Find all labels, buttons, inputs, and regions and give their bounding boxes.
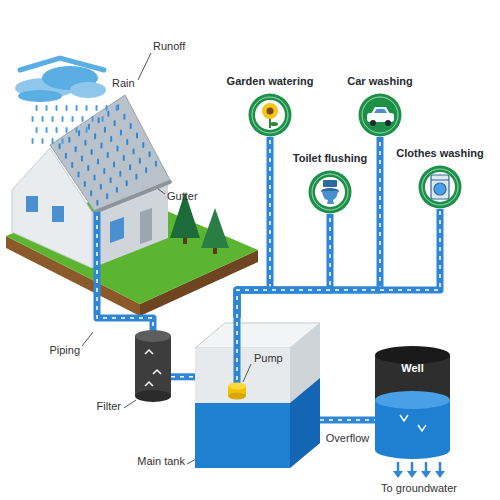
- overflow-pipe: [320, 417, 375, 424]
- pipe-connector: [237, 209, 440, 318]
- flow-marks: [320, 419, 375, 421]
- node-label: Clothes washing: [396, 147, 483, 160]
- filter-cylinder: Filter: [135, 330, 171, 402]
- house: [12, 95, 170, 268]
- pipe-connector: [237, 214, 330, 318]
- cloud: [15, 58, 106, 102]
- node-label: Garden watering: [227, 75, 314, 88]
- piping-label: Piping: [49, 344, 80, 357]
- pipe-connector: [171, 376, 195, 377]
- car-washing-circle-shape: [358, 93, 402, 137]
- filter-cylinder-shape: [135, 330, 171, 402]
- car-washing-circle: Car washing: [358, 93, 402, 137]
- flow-marks: [237, 214, 330, 318]
- main-tank-box-shape: [195, 318, 320, 468]
- pipe-connector: [320, 420, 375, 421]
- pipe: [237, 214, 330, 318]
- garden-watering-circle: Garden watering: [248, 93, 292, 137]
- toilet-flushing-circle: Toilet flushing: [308, 170, 352, 214]
- pipe: [237, 209, 440, 318]
- node-label: Toilet flushing: [293, 152, 367, 165]
- flow-marks: [171, 376, 195, 378]
- groundwater-label: To groundwater: [381, 482, 457, 495]
- garden-watering-circle-shape: [248, 93, 292, 137]
- node-label: Main tank: [137, 455, 185, 468]
- node-label: Filter: [97, 400, 121, 413]
- node-label: Well: [401, 362, 423, 375]
- flow-marks: [237, 209, 440, 318]
- clothes-washing-circle: Clothes washing: [418, 165, 462, 209]
- pump-label: Pump: [254, 352, 283, 365]
- pipe-label: Overflow: [324, 432, 371, 445]
- node-label: Car washing: [347, 75, 412, 88]
- leader-lines: [82, 53, 198, 464]
- main-tank-box: Main tank: [195, 318, 320, 468]
- downpipe: [97, 212, 153, 334]
- groundwater-arrows: [393, 462, 445, 478]
- roof-rain-drops: [60, 105, 156, 204]
- gutter-label: Gutter: [167, 190, 198, 203]
- rain-label: Rain: [112, 77, 135, 90]
- pipe: [171, 373, 195, 380]
- falling-rain: [33, 106, 117, 143]
- well-cylinder: Well: [375, 345, 450, 460]
- toilet-flushing-circle-shape: [308, 170, 352, 214]
- clothes-washing-circle-shape: [418, 165, 462, 209]
- runoff-label: Runoff: [153, 40, 185, 53]
